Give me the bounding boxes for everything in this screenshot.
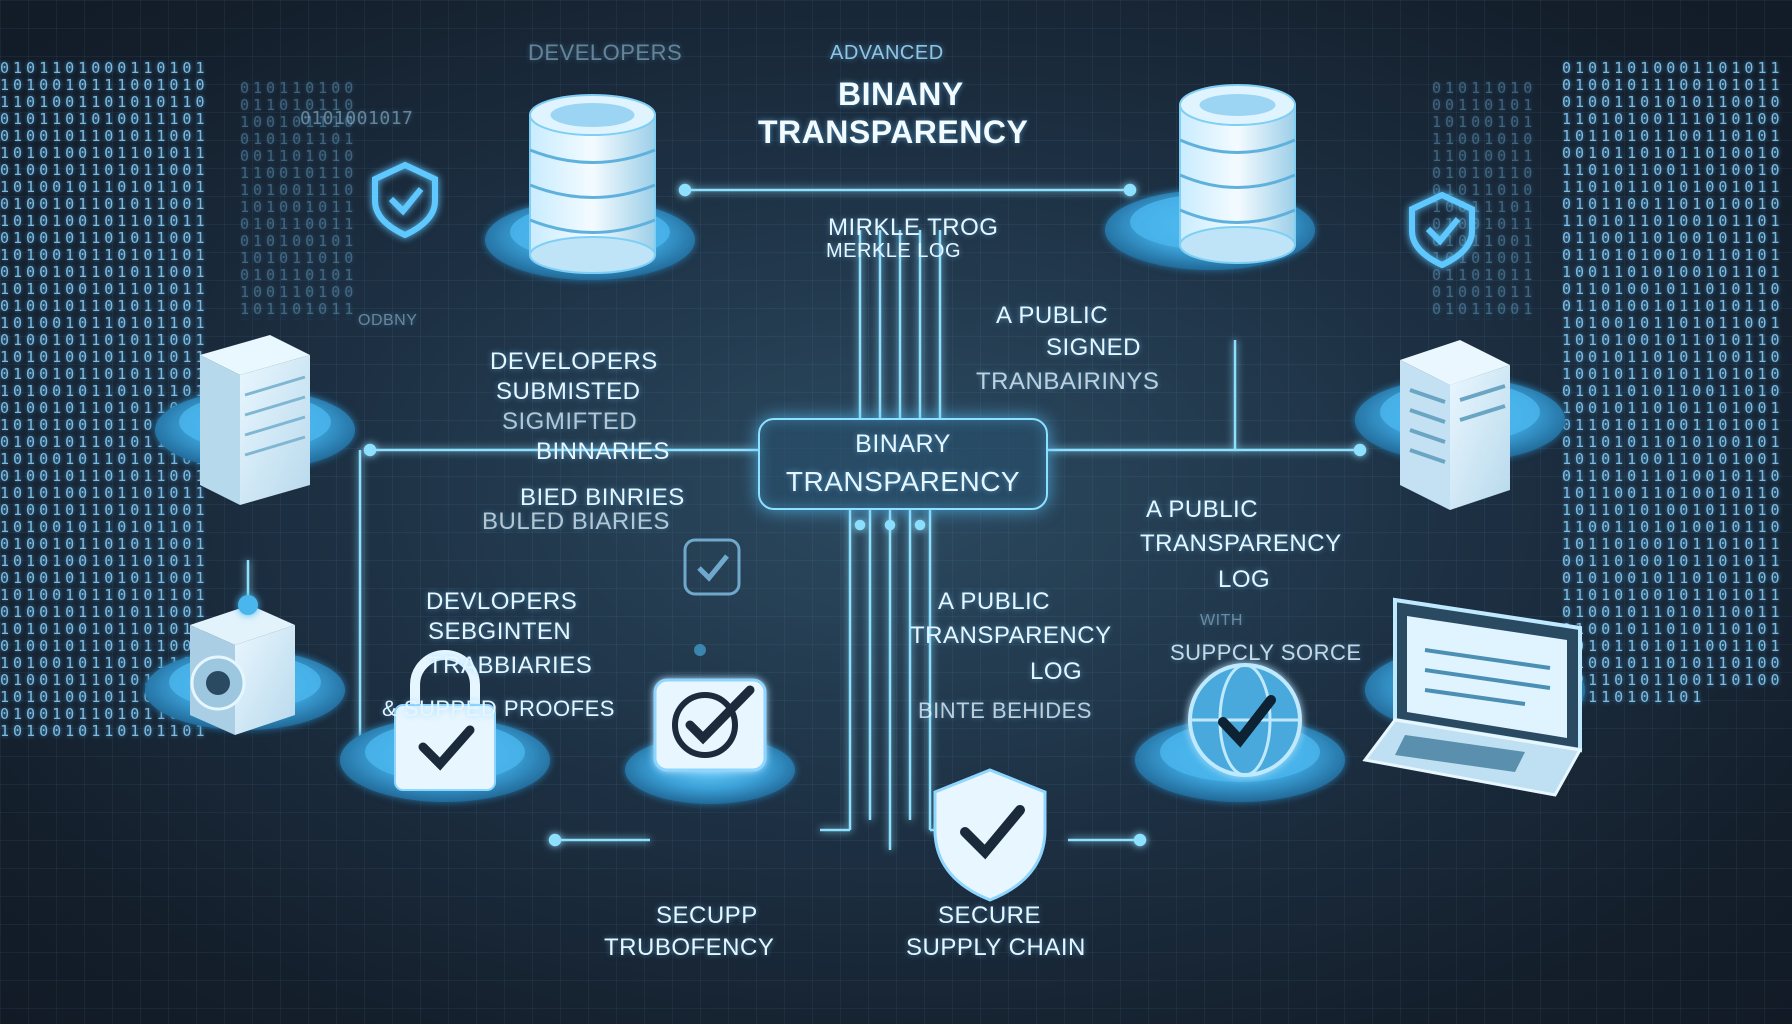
eyebrow-label: ADVANCED bbox=[830, 42, 944, 64]
binary-column-right: 0101101000110101101001011100101011010011… bbox=[1562, 60, 1784, 706]
binary-column-left: 0101101000110101101001011100101011010011… bbox=[0, 60, 209, 740]
database-icon bbox=[529, 94, 656, 274]
ghost-label-odbny: ODBNY bbox=[358, 312, 418, 329]
dev-seg-label-4: & SUPPED PROOFES bbox=[382, 696, 615, 721]
with-label: WITH bbox=[1200, 612, 1243, 629]
binary-column-inner-left: 0101101000110101101001011100101011010011… bbox=[240, 80, 358, 320]
connector-lines bbox=[246, 183, 1367, 850]
merkle-label-2: MERKLE LOG bbox=[826, 240, 962, 262]
dev-label-2: SUBMISTED bbox=[496, 378, 641, 405]
public-log-right-1: A PUBLIC bbox=[1146, 496, 1259, 523]
binte-label: BINTE BEHIDES bbox=[918, 698, 1092, 723]
binary-string: 0101001017 bbox=[300, 108, 414, 129]
bus-lines bbox=[820, 230, 960, 850]
public-log-center-1: A PUBLIC bbox=[938, 588, 1051, 615]
supply-source-label: SUPPCLY SORCE bbox=[1170, 640, 1362, 665]
check-circle-icon bbox=[653, 678, 767, 772]
check-badge-icon bbox=[683, 538, 741, 596]
document-stack-icon bbox=[200, 335, 310, 505]
document-stack-icon bbox=[1400, 340, 1510, 510]
dev-label-1: DEVELOPERS bbox=[490, 348, 658, 375]
public-signed-3: TRANBAIRINYS bbox=[976, 368, 1160, 395]
binary-transparency-hub: BINARY TRANSPARENCY bbox=[758, 418, 1048, 510]
secure-right-1: SECURE bbox=[938, 902, 1042, 929]
shield-check-icon bbox=[372, 161, 438, 239]
dev-label-4: BINNARIES bbox=[536, 438, 670, 465]
public-log-center-3: LOG bbox=[1030, 658, 1083, 685]
dev-label-3: SIGMIFTED bbox=[502, 408, 638, 435]
node-dot bbox=[238, 595, 258, 615]
globe-check-icon bbox=[1188, 663, 1302, 777]
padlock-check-icon bbox=[394, 650, 496, 791]
build-label-2: BULED BIARIES bbox=[482, 508, 670, 535]
public-log-right-2: TRANSPARENCY bbox=[1140, 530, 1342, 557]
merkle-label-1: MIRKLE TROG bbox=[828, 214, 999, 241]
shield-check-icon bbox=[1409, 191, 1475, 269]
dev-seg-label-1: DEVLOPERS bbox=[426, 588, 578, 615]
secure-left-2: TRUBOFENCY bbox=[604, 934, 775, 961]
public-signed-2: SIGNED bbox=[1046, 334, 1142, 361]
title-line-2: TRANSPARENCY bbox=[758, 114, 1029, 150]
title-line-1: BINANY bbox=[838, 76, 964, 112]
hub-line-1: BINARY bbox=[855, 430, 951, 458]
dev-seg-label-2: SEBGINTEN bbox=[428, 618, 572, 645]
ghost-label-developers: DEVELOPERS bbox=[528, 40, 683, 65]
public-signed-1: A PUBLIC bbox=[996, 302, 1109, 329]
build-label-1: BIED BINRIES bbox=[520, 484, 685, 511]
node-dot bbox=[694, 644, 706, 656]
public-log-center-2: TRANSPARENCY bbox=[910, 622, 1112, 649]
secure-right-2: SUPPLY CHAIN bbox=[906, 934, 1086, 961]
laptop-icon bbox=[1362, 597, 1583, 797]
shield-check-icon bbox=[933, 768, 1047, 902]
gear-box-icon bbox=[190, 605, 295, 735]
dev-seg-label-3: TRABBIARIES bbox=[428, 652, 593, 679]
database-icon bbox=[1179, 84, 1296, 264]
secure-left-1: SECUPP bbox=[656, 902, 758, 929]
hub-line-2: TRANSPARENCY bbox=[785, 466, 1021, 497]
binary-column-inner-right: 0101101000110101101001011100101011010011… bbox=[1432, 80, 1537, 320]
public-log-right-3: LOG bbox=[1218, 566, 1271, 593]
